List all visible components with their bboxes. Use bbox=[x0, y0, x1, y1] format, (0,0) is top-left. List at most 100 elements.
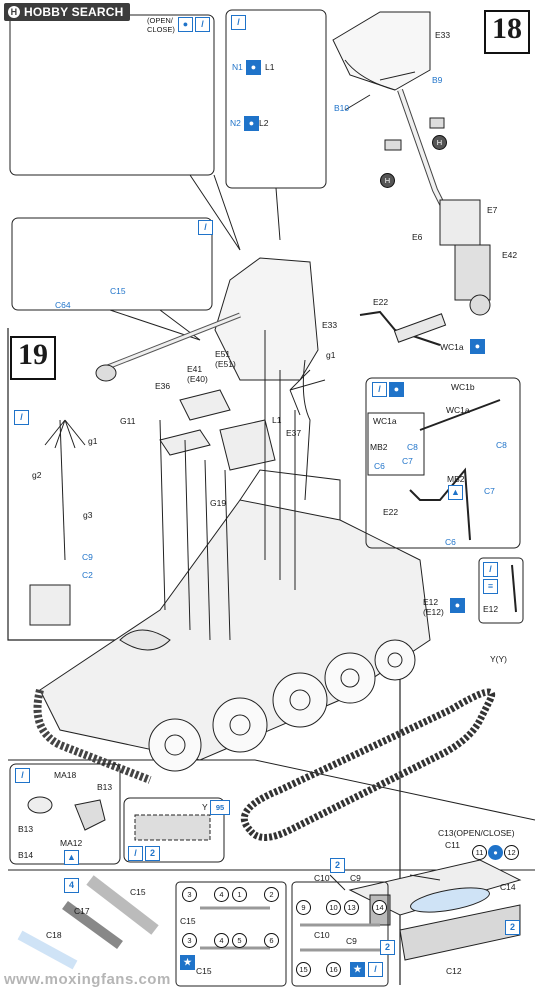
label-C6-b: C6 bbox=[445, 537, 456, 547]
label-B13-a: B13 bbox=[97, 782, 113, 792]
label-g1-right: g1 bbox=[326, 350, 336, 360]
watermark-text: www.moxingfans.com bbox=[4, 971, 171, 988]
brush-icon: / bbox=[368, 962, 383, 977]
label-5: 5 bbox=[232, 933, 247, 948]
label-C15-mid: C15 bbox=[180, 916, 196, 926]
label-YY: Y(Y) bbox=[490, 654, 507, 664]
label-C7-a: C7 bbox=[402, 456, 413, 466]
label-x2-c10: 2 bbox=[330, 858, 345, 873]
label-C15-bot: C15 bbox=[196, 966, 212, 976]
label-L1-mid: L1 bbox=[272, 415, 282, 425]
brush-icon: / bbox=[195, 17, 210, 32]
label-E12: E12 (E12) bbox=[423, 597, 444, 617]
brush-icon: / bbox=[128, 846, 143, 861]
label-C7-b: C7 bbox=[484, 486, 495, 496]
label-WC1b: WC1b bbox=[451, 382, 475, 392]
label-C9: C9 bbox=[350, 873, 361, 883]
label-C15-bl: C15 bbox=[130, 887, 146, 897]
label-2: 2 bbox=[264, 887, 279, 902]
label-C12: C12 bbox=[446, 966, 462, 976]
label-x95: 95 bbox=[210, 800, 230, 815]
label-MB2-b: MB2 bbox=[447, 474, 465, 484]
label-C18: C18 bbox=[46, 930, 62, 940]
label-13: 13 bbox=[344, 900, 359, 915]
label-H-1: H bbox=[432, 135, 447, 150]
label-E36: E36 bbox=[155, 381, 171, 391]
label-12: 12 bbox=[504, 845, 519, 860]
label-11: 11 bbox=[472, 845, 487, 860]
label-10: 10 bbox=[326, 900, 341, 915]
label-g1-left: g1 bbox=[88, 436, 98, 446]
label-C14: C14 bbox=[500, 882, 516, 892]
label-C8-b: C8 bbox=[496, 440, 507, 450]
label-B9: B9 bbox=[432, 75, 443, 85]
brush-icon: / bbox=[14, 410, 29, 425]
label-14: 14 bbox=[372, 900, 387, 915]
brush-icon: / bbox=[372, 382, 387, 397]
logo-text: HOBBY SEARCH bbox=[24, 5, 124, 19]
label-C64: C64 bbox=[55, 300, 71, 310]
label-G11: G11 bbox=[120, 416, 136, 426]
label-MB2-a: MB2 bbox=[370, 442, 388, 452]
label-C13: C13(OPEN/CLOSE) bbox=[438, 828, 515, 838]
label-B13-b: B13 bbox=[18, 824, 34, 834]
label-E33-top: E33 bbox=[435, 30, 451, 40]
brush-icon: / bbox=[198, 220, 213, 235]
label-16: 16 bbox=[326, 962, 341, 977]
label-N2: N2 bbox=[230, 118, 241, 128]
label-C6-a: C6 bbox=[374, 461, 385, 471]
label-WC1a-box: WC1a bbox=[446, 405, 470, 415]
paint-icon: ● bbox=[246, 60, 261, 75]
label-x2-mid: 2 bbox=[380, 940, 395, 955]
paint-mark: ● bbox=[488, 845, 503, 860]
label-4b: 4 bbox=[214, 933, 229, 948]
label-g2: g2 bbox=[32, 470, 42, 480]
glue-icon: ● bbox=[178, 17, 193, 32]
label-C10-b: C10 bbox=[314, 930, 330, 940]
label-C9-b: C9 bbox=[346, 936, 357, 946]
label-3: 3 bbox=[182, 887, 197, 902]
label-G19: G19 bbox=[210, 498, 227, 508]
hobby-search-logo: H HOBBY SEARCH bbox=[4, 3, 130, 21]
label-C10: C10 bbox=[314, 873, 330, 883]
thin-paint-icon: ▲ bbox=[448, 485, 463, 500]
label-E37: E37 bbox=[286, 428, 302, 438]
label-E33-mid: E33 bbox=[322, 320, 338, 330]
brush-icon: / bbox=[15, 768, 30, 783]
label-Y: Y bbox=[202, 802, 208, 812]
weathering-icon: ≡ bbox=[483, 579, 498, 594]
label-x4: 4 bbox=[64, 878, 79, 893]
label-x2-right: 2 bbox=[505, 920, 520, 935]
paint-icon: ● bbox=[450, 598, 465, 613]
step-number-19: 19 bbox=[10, 336, 56, 380]
label-WC1a-inset: WC1a bbox=[373, 416, 397, 426]
label-N1: N1 bbox=[232, 62, 243, 72]
label-H-2: H bbox=[380, 173, 395, 188]
label-E12-box: E12 bbox=[483, 604, 499, 614]
label-C8-a: C8 bbox=[407, 442, 418, 452]
label-3b: 3 bbox=[182, 933, 197, 948]
label-15: 15 bbox=[296, 962, 311, 977]
step-number-18: 18 bbox=[484, 10, 530, 54]
label-MA12: MA12 bbox=[60, 838, 83, 848]
label-6: 6 bbox=[264, 933, 279, 948]
label-L1-top: L1 bbox=[265, 62, 275, 72]
label-E7: E7 bbox=[487, 205, 498, 215]
paint-icon: ● bbox=[244, 116, 259, 131]
label-B10: B10 bbox=[334, 103, 350, 113]
brush-icon: / bbox=[231, 15, 246, 30]
cement-icon: 2 bbox=[145, 846, 160, 861]
label-L2: L2 bbox=[259, 118, 269, 128]
label-C9-left: C9 bbox=[82, 552, 93, 562]
thin-paint-icon: ▲ bbox=[64, 850, 79, 865]
label-E42: E42 bbox=[502, 250, 518, 260]
label-E22-top: E22 bbox=[373, 297, 389, 307]
label-C11: C11 bbox=[445, 840, 460, 850]
label-E41: E41 (E40) bbox=[187, 364, 208, 384]
label-C2: C2 bbox=[82, 570, 93, 580]
paint-icon: ● bbox=[389, 382, 404, 397]
label-B14: B14 bbox=[18, 850, 34, 860]
brush-icon: / bbox=[483, 562, 498, 577]
label-E6: E6 bbox=[412, 232, 423, 242]
